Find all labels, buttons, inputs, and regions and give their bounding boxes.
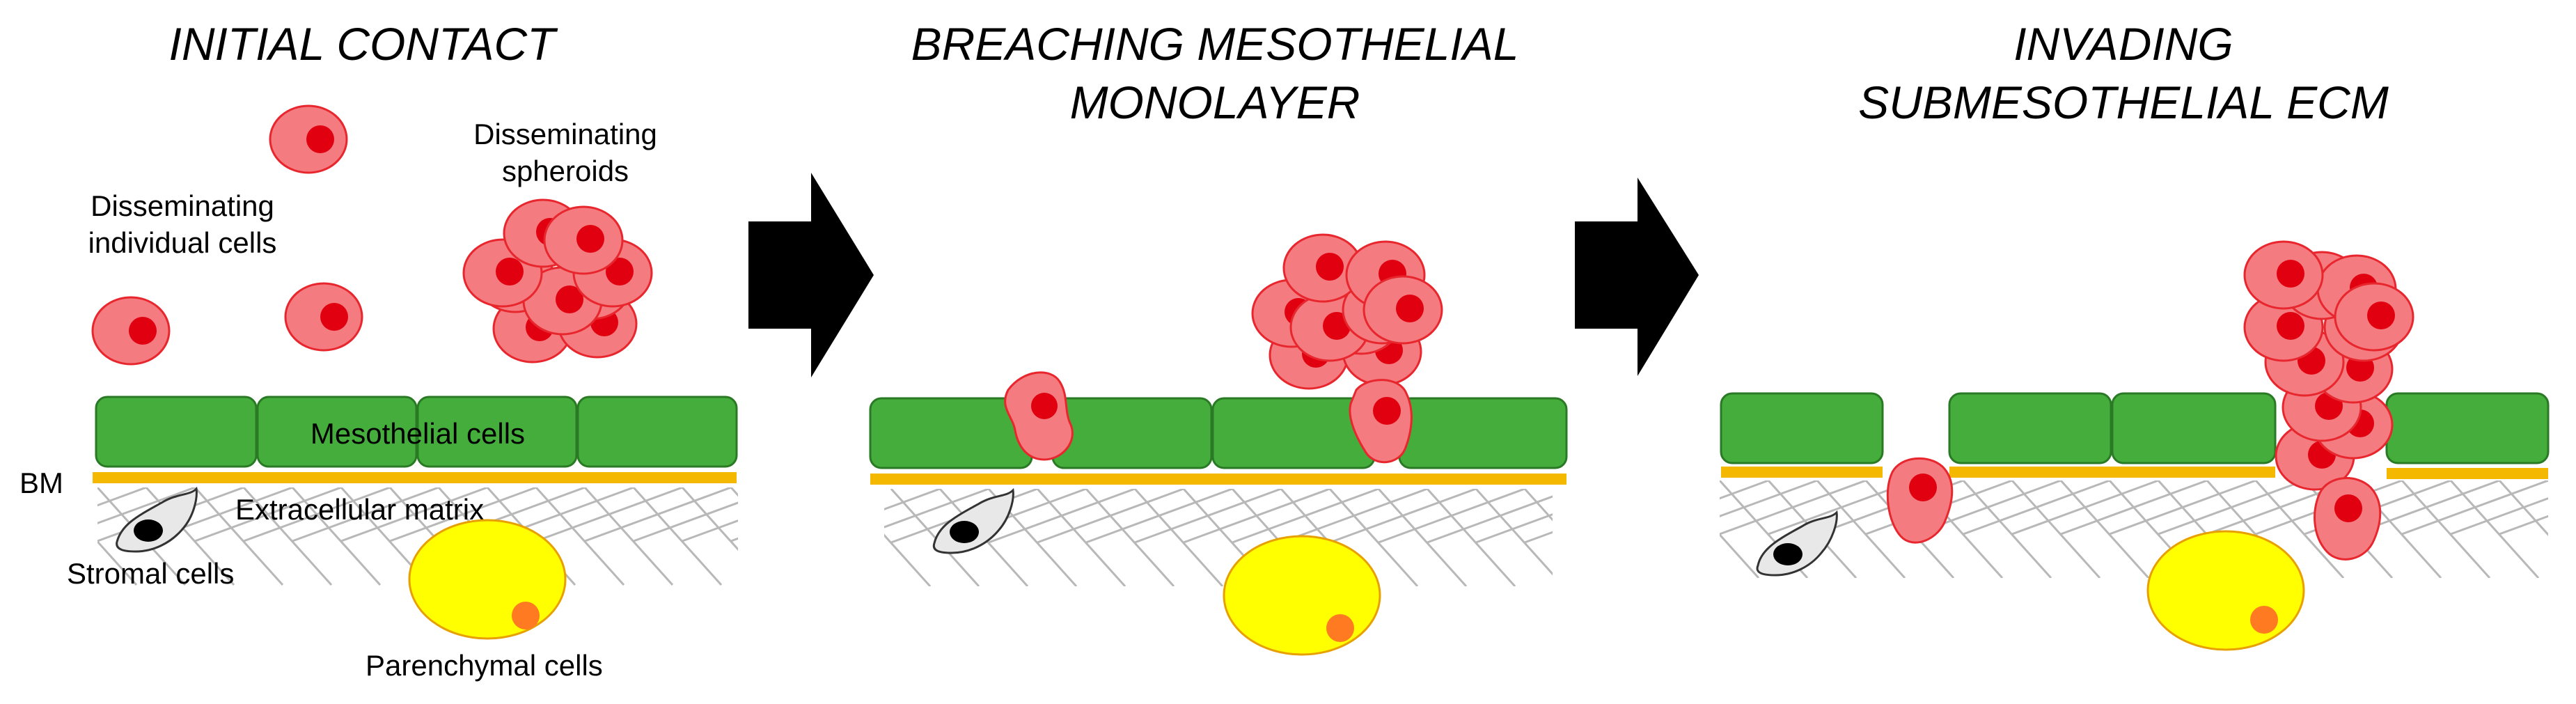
stromal-cell xyxy=(932,487,1014,554)
tumor-cell-invading xyxy=(2314,477,2382,561)
spheroid-cell xyxy=(2334,282,2414,352)
panel-1: Disseminating spheroids Disseminating in… xyxy=(19,104,738,682)
mesothelial-cell xyxy=(1398,397,1568,469)
mesothelial-cell xyxy=(95,396,258,468)
tumor-spheroid xyxy=(2243,240,2414,491)
mesothelial-cell xyxy=(256,396,418,468)
label-extracellular-matrix: Extracellular matrix xyxy=(235,493,484,526)
tumor-spheroid xyxy=(462,198,653,363)
tumor-spheroid xyxy=(1251,233,1443,390)
ecm-grid-3 xyxy=(1720,480,2548,578)
parenchymal-cell xyxy=(408,519,567,640)
label-mesothelial-cells: Mesothelial cells xyxy=(311,417,525,450)
label-disseminating-individual-2: individual cells xyxy=(88,226,277,259)
label-parenchymal-cells: Parenchymal cells xyxy=(366,649,603,682)
spheroid-cell xyxy=(1362,275,1443,345)
basement-membrane xyxy=(1721,467,1883,478)
tumor-cell-invading xyxy=(1886,457,1954,544)
parenchymal-cell xyxy=(2146,530,2305,651)
mesothelial-cell xyxy=(1051,397,1213,469)
right-arrow-2 xyxy=(1575,178,1699,376)
panel-2 xyxy=(869,233,1568,656)
label-disseminating-individual-1: Disseminating xyxy=(91,189,274,222)
panel-3-title-line-1: INVADING xyxy=(2013,18,2233,70)
basement-membrane xyxy=(870,474,1566,485)
tumor-cell xyxy=(269,104,348,174)
stromal-cell xyxy=(116,486,198,553)
mesothelial-cell xyxy=(2111,392,2277,464)
mesothelial-cell xyxy=(1720,392,1884,464)
stromal-cell xyxy=(1756,510,1838,577)
panel-3-title-line-2: SUBMESOTHELIAL ECM xyxy=(1858,77,2389,128)
panel-1-title: INITIAL CONTACT xyxy=(169,18,559,70)
mesothelial-cell xyxy=(1948,392,2112,464)
label-disseminating-spheroids-1: Disseminating xyxy=(473,118,657,150)
parenchymal-cell xyxy=(1223,535,1381,656)
label-stromal-cells: Stromal cells xyxy=(67,557,234,590)
tumor-cell xyxy=(284,282,363,352)
basement-membrane xyxy=(93,472,737,483)
right-arrow-1 xyxy=(748,173,874,377)
mesothelial-cell xyxy=(576,396,738,468)
spheroid-cell xyxy=(543,205,624,275)
tumor-cell-invading xyxy=(1004,371,1074,461)
mesothelial-cell xyxy=(416,396,578,468)
spheroid-cell xyxy=(2243,240,2324,310)
mesothelial-cell xyxy=(2385,392,2550,464)
basement-membrane xyxy=(1949,467,2275,478)
tumor-cell xyxy=(91,296,171,366)
panel-2-title-line-2: MONOLAYER xyxy=(1070,77,1360,128)
tumor-cell-invading xyxy=(1349,379,1413,464)
label-bm: BM xyxy=(19,467,63,499)
basement-membrane xyxy=(2387,468,2548,479)
panel-3 xyxy=(1720,240,2550,651)
panel-2-title-line-1: BREACHING MESOTHELIAL xyxy=(911,18,1519,70)
label-disseminating-spheroids-2: spheroids xyxy=(502,155,629,187)
